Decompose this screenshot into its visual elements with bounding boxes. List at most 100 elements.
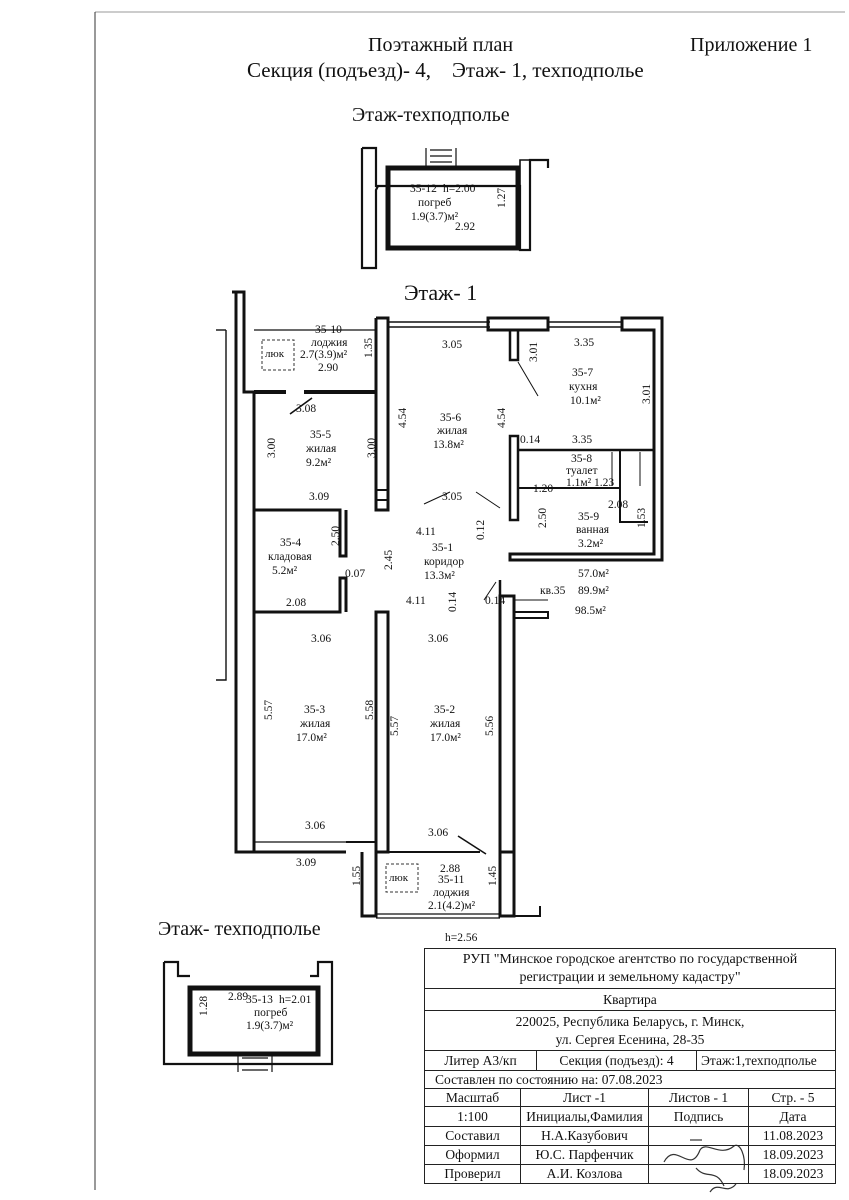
dim-2-08-b: 2.08	[286, 597, 306, 609]
table-row: Оформил Ю.С. Парфенчик 18.09.2023	[425, 1146, 835, 1165]
dim-3-00-b: 3.00	[366, 438, 378, 458]
room-35-5-num: 35-5	[310, 429, 331, 441]
dim-1-23: 1.23	[594, 477, 614, 489]
dim-5-58: 5.58	[364, 700, 376, 720]
col-initials: Инициалы,Фамилия	[521, 1107, 649, 1126]
dim-3-09-a: 3.09	[309, 491, 329, 503]
title-block: РУП "Минское городское агентство по госу…	[424, 948, 836, 1184]
row-date: 18.09.2023	[762, 1147, 824, 1162]
row-signature	[649, 1146, 749, 1164]
room-35-13-num: 35-13	[246, 994, 273, 1006]
room-35-13-height: h=2.01	[279, 994, 312, 1006]
room-35-3-name: жилая	[299, 718, 331, 730]
dim-3-35-top: 3.35	[574, 337, 594, 349]
room-35-13-area: 1.9(3.7)м²	[246, 1020, 294, 1032]
row-date: 18.09.2023	[762, 1166, 824, 1181]
dim-5-56: 5.56	[484, 716, 496, 736]
dim-1-20: 1.20	[533, 483, 553, 495]
room-35-12-height: h=2.00	[443, 183, 476, 195]
dim-3-09-b: 3.09	[296, 857, 316, 869]
liter: Литер А3/кп	[425, 1051, 537, 1070]
dim-1-53: 1.53	[636, 508, 648, 528]
room-35-4-area: 5.2м²	[272, 565, 298, 577]
dim-2-88: 2.88	[440, 863, 460, 875]
room-35-11-num: 35-11	[438, 874, 465, 886]
room-35-7-area: 10.1м²	[570, 395, 601, 407]
room-35-12-name: погреб	[418, 197, 451, 209]
room-35-12-num: 35-12	[410, 183, 437, 195]
dim-2-50-a: 2.50	[330, 526, 342, 546]
hatch-box-top	[261, 339, 295, 371]
room-35-9-area: 3.2м²	[578, 538, 604, 550]
dim-4-11-a: 4.11	[416, 526, 436, 538]
dim-0-14-c: 0.14	[485, 595, 505, 607]
table-row: Составил Н.А.Казубович 11.08.2023	[425, 1127, 835, 1146]
room-35-5-area: 9.2м²	[306, 457, 332, 469]
table-row: Проверил А.И. Козлова 18.09.2023	[425, 1165, 835, 1183]
dim-3-05-b: 3.05	[442, 491, 462, 503]
floor1-walls	[216, 290, 664, 919]
dim-3-08: 3.08	[296, 403, 316, 415]
room-35-2-num: 35-2	[434, 704, 455, 716]
col-signature: Подпись	[649, 1107, 749, 1126]
room-35-3-num: 35-3	[304, 704, 325, 716]
dim-0-12: 0.12	[475, 520, 487, 540]
appendix-label: Приложение 1	[690, 34, 813, 56]
room-35-1-num: 35-1	[432, 542, 453, 554]
plan-title: Поэтажный план	[368, 34, 514, 56]
room-35-3-area: 17.0м²	[296, 732, 327, 744]
object-type: Квартира	[603, 991, 657, 1007]
dim-1-27: 1.27	[496, 188, 508, 208]
address-line-1: 220025, Республика Беларусь, г. Минск,	[515, 1013, 745, 1029]
dim-1-45: 1.45	[487, 866, 499, 886]
dim-2-50-b: 2.50	[537, 508, 549, 528]
dim-4-11-b: 4.11	[406, 595, 426, 607]
row-role: Составил	[425, 1127, 521, 1145]
sheets-count: Листов - 1	[649, 1089, 749, 1106]
dim-3-06-c: 3.06	[305, 820, 325, 832]
section-floor-line: Секция (подъезд)- 4, Этаж- 1, техподполь…	[247, 58, 644, 82]
row-role: Оформил	[425, 1146, 521, 1164]
dim-5-57-a: 5.57	[263, 700, 275, 720]
row-name: Ю.С. Парфенчик	[521, 1146, 649, 1164]
room-35-6-area: 13.8м²	[433, 439, 464, 451]
room-35-5-name: жилая	[305, 443, 337, 455]
room-35-12-area: 1.9(3.7)м²	[411, 211, 459, 223]
org-name: РУП "Минское городское агентство по госу…	[462, 951, 798, 985]
room-35-10-name: лоджия	[311, 337, 348, 349]
room-35-6-num: 35-6	[440, 412, 461, 424]
dim-3-01-a: 3.01	[528, 342, 540, 362]
top-basement-label: Этаж-техподполье	[352, 104, 510, 126]
room-35-11-name: лоджия	[433, 887, 470, 899]
room-35-9-name: ванная	[576, 524, 610, 536]
dim-2-89: 2.89	[228, 991, 248, 1003]
row-date: 11.08.2023	[762, 1128, 824, 1143]
dim-3-05-top: 3.05	[442, 339, 462, 351]
compiled-date: Составлен по состоянию на: 07.08.2023	[435, 1071, 663, 1087]
dim-4-54-b: 4.54	[496, 408, 508, 428]
dim-3-06-a: 3.06	[311, 633, 331, 645]
dim-2-08-a: 2.08	[608, 499, 628, 511]
signature-marks	[663, 1139, 745, 1193]
section: Секция (подъезд): 4	[537, 1051, 697, 1070]
dim-0-14-a: 0.14	[520, 434, 540, 446]
dim-2-45: 2.45	[383, 550, 395, 570]
dim-4-54-a: 4.54	[397, 408, 409, 428]
room-35-4-num: 35-4	[280, 537, 301, 549]
dim-1-35: 1.35	[363, 338, 375, 358]
hatch-label-top: люк	[265, 348, 285, 360]
room-35-11-area: 2.1(4.2)м²	[428, 900, 476, 912]
dim-3-01-b: 3.01	[641, 384, 653, 404]
bottom-basement-label: Этаж- техподполье	[158, 918, 321, 940]
dimension-labels: 3.05 3.01 3.35 1.35 2.90 3.08 4.54 4.54 …	[263, 337, 653, 886]
room-35-8-num: 35-8	[571, 453, 592, 465]
apartment-total-area: 89.9м²	[578, 585, 609, 597]
apartment-label: кв.35	[540, 585, 566, 597]
row-signature	[649, 1127, 749, 1145]
sheet-number: Лист -1	[521, 1089, 649, 1106]
dim-2-92: 2.92	[455, 221, 475, 233]
room-35-1-name: коридор	[424, 556, 464, 568]
room-35-2-area: 17.0м²	[430, 732, 461, 744]
